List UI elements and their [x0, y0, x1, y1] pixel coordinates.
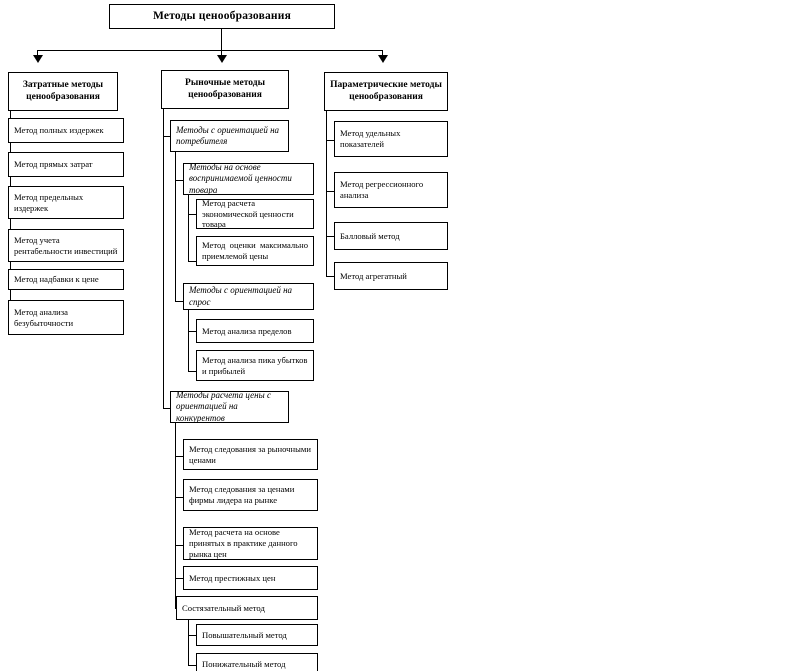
- subgroup-demand: Методы с ориентацией на спрос: [183, 283, 314, 310]
- leaf-competitors-3: Метод престижных цен: [183, 566, 318, 590]
- group-market-consumer: Методы с ориентацией на потребителя: [170, 120, 289, 152]
- leaf-cost-5: Метод анализа безубыточности: [8, 300, 124, 335]
- perceived-connector-1: [188, 261, 198, 262]
- demand-connector-0: [188, 331, 198, 332]
- leaf-cost-5-label: Метод анализа безубыточности: [14, 306, 74, 328]
- branch-drop-parametric: [382, 50, 383, 57]
- leaf-cost-1-label: Метод прямых затрат: [14, 159, 93, 170]
- competitors-spine-line: [175, 423, 176, 608]
- leaf-demand-0-label: Метод анализа пределов: [202, 325, 292, 336]
- leaf-cost-4-label: Метод надбавки к цене: [14, 274, 99, 285]
- leaf-parametric-1: Метод регрессионного анализа: [334, 172, 448, 208]
- parametric-connector-0: [326, 140, 336, 141]
- branch-header-market-label: Рыночные методы ценообразования: [185, 77, 265, 100]
- leaf-parametric-2: Балловый метод: [334, 222, 448, 250]
- group-market-competitors-label: Методы расчета цены с ориентацией на кон…: [176, 390, 271, 423]
- root-branch-bar: [37, 50, 382, 51]
- leaf-competitors-3-label: Метод престижных цен: [189, 572, 276, 583]
- leaf-cost-0-label: Метод полных издержек: [14, 125, 104, 136]
- consumer-connector-sub-1: [175, 301, 185, 302]
- leaf-cost-3-label: Метод учета рентабельности инвестиций: [14, 234, 118, 256]
- leaf-competitors-1: Метод следования за ценами фирмы лидера …: [183, 479, 318, 511]
- leaf-demand-0: Метод анализа пределов: [196, 319, 314, 343]
- consumer-spine-line: [175, 152, 176, 301]
- subgroup-perceived-value: Методы на основе воспринимаемой ценности…: [183, 162, 314, 195]
- leaf-competitors-4: Состязательный метод: [176, 596, 318, 620]
- leaf-parametric-2-label: Балловый метод: [340, 230, 400, 241]
- leaf-cost-2-label: Метод предельных издержек: [14, 191, 84, 213]
- contest-spine-line: [188, 620, 189, 665]
- leaf-demand-1-label: Метод анализа пика убытков и прибылей: [202, 354, 308, 376]
- root-node: Методы ценообразования: [109, 4, 335, 29]
- subgroup-demand-label: Методы с ориентацией на спрос: [189, 285, 293, 307]
- leaf-parametric-0: Метод удельных показателей: [334, 121, 448, 157]
- leaf-contest-0: Повышательный метод: [196, 624, 318, 646]
- leaf-parametric-1-label: Метод регрессионного анализа: [340, 179, 424, 200]
- leaf-perceived-0-label: Метод расчета экономической ценности тов…: [202, 197, 294, 230]
- competitors-connector-2: [175, 545, 185, 546]
- parametric-connector-1: [326, 191, 336, 192]
- branch-drop-market: [221, 50, 222, 57]
- leaf-parametric-3: Метод агрегатный: [334, 262, 448, 290]
- leaf-competitors-2: Метод расчета на основе принятых в практ…: [183, 527, 318, 560]
- leaf-perceived-1: Метод оценки максимально приемлемой цены: [196, 236, 314, 266]
- parametric-connector-2: [326, 236, 336, 237]
- contest-connector-0: [188, 635, 198, 636]
- leaf-competitors-1-label: Метод следования за ценами фирмы лидера …: [189, 484, 295, 505]
- market-connector-group-1: [163, 408, 172, 409]
- branch-drop-cost: [37, 50, 38, 57]
- leaf-perceived-0: Метод расчета экономической ценности тов…: [196, 197, 314, 230]
- leaf-parametric-0-label: Метод удельных показателей: [340, 128, 401, 149]
- cost-spine-line: [10, 111, 11, 328]
- perceived-connector-0: [188, 214, 198, 215]
- leaf-competitors-0-label: Метод следования за рыночными ценами: [189, 443, 311, 465]
- arrow-down-icon-cost: [33, 55, 43, 63]
- leaf-demand-1: Метод анализа пика убытков и прибылей: [196, 350, 314, 381]
- demand-spine-line: [188, 310, 189, 371]
- market-spine-line: [163, 109, 164, 408]
- subgroup-perceived-value-label: Методы на основе воспринимаемой ценности…: [189, 162, 292, 195]
- leaf-competitors-4-label: Состязательный метод: [182, 602, 265, 613]
- group-market-consumer-label: Методы с ориентацией на потребителя: [176, 124, 280, 146]
- leaf-cost-3: Метод учета рентабельности инвестиций: [8, 229, 124, 262]
- branch-header-cost: Затратные методы ценообразования: [8, 72, 118, 111]
- leaf-cost-2: Метод предельных издержек: [8, 186, 124, 219]
- competitors-connector-3: [175, 578, 185, 579]
- branch-header-parametric: Параметрические методы ценообразования: [324, 72, 448, 111]
- demand-connector-1: [188, 371, 198, 372]
- leaf-competitors-0: Метод следования за рыночными ценами: [183, 439, 318, 470]
- leaf-parametric-3-label: Метод агрегатный: [340, 270, 407, 281]
- leaf-contest-0-label: Повышательный метод: [202, 629, 287, 640]
- leaf-perceived-1-label: Метод оценки максимально приемлемой цены: [202, 240, 308, 261]
- leaf-contest-1: Понижательный метод: [196, 653, 318, 671]
- leaf-competitors-2-label: Метод расчета на основе принятых в практ…: [189, 527, 298, 559]
- competitors-connector-1: [175, 497, 185, 498]
- root-node-label: Методы ценообразования: [153, 10, 291, 23]
- branch-header-parametric-label: Параметрические методы ценообразования: [330, 79, 442, 102]
- competitors-connector-0: [175, 456, 185, 457]
- consumer-connector-sub-0: [175, 180, 185, 181]
- contest-connector-1: [188, 665, 198, 666]
- market-connector-group-0: [163, 136, 172, 137]
- leaf-cost-1: Метод прямых затрат: [8, 152, 124, 177]
- group-market-competitors: Методы расчета цены с ориентацией на кон…: [170, 390, 289, 423]
- leaf-contest-1-label: Понижательный метод: [202, 658, 286, 669]
- leaf-cost-0: Метод полных издержек: [8, 118, 124, 143]
- arrow-down-icon-market: [217, 55, 227, 63]
- perceived-value-spine-line: [188, 195, 189, 261]
- branch-header-market: Рыночные методы ценообразования: [161, 70, 289, 109]
- arrow-down-icon-parametric: [378, 55, 388, 63]
- parametric-connector-3: [326, 276, 336, 277]
- parametric-spine-line: [326, 111, 327, 276]
- leaf-cost-4: Метод надбавки к цене: [8, 269, 124, 290]
- branch-header-cost-label: Затратные методы ценообразования: [22, 79, 104, 102]
- root-stem-line: [221, 29, 222, 50]
